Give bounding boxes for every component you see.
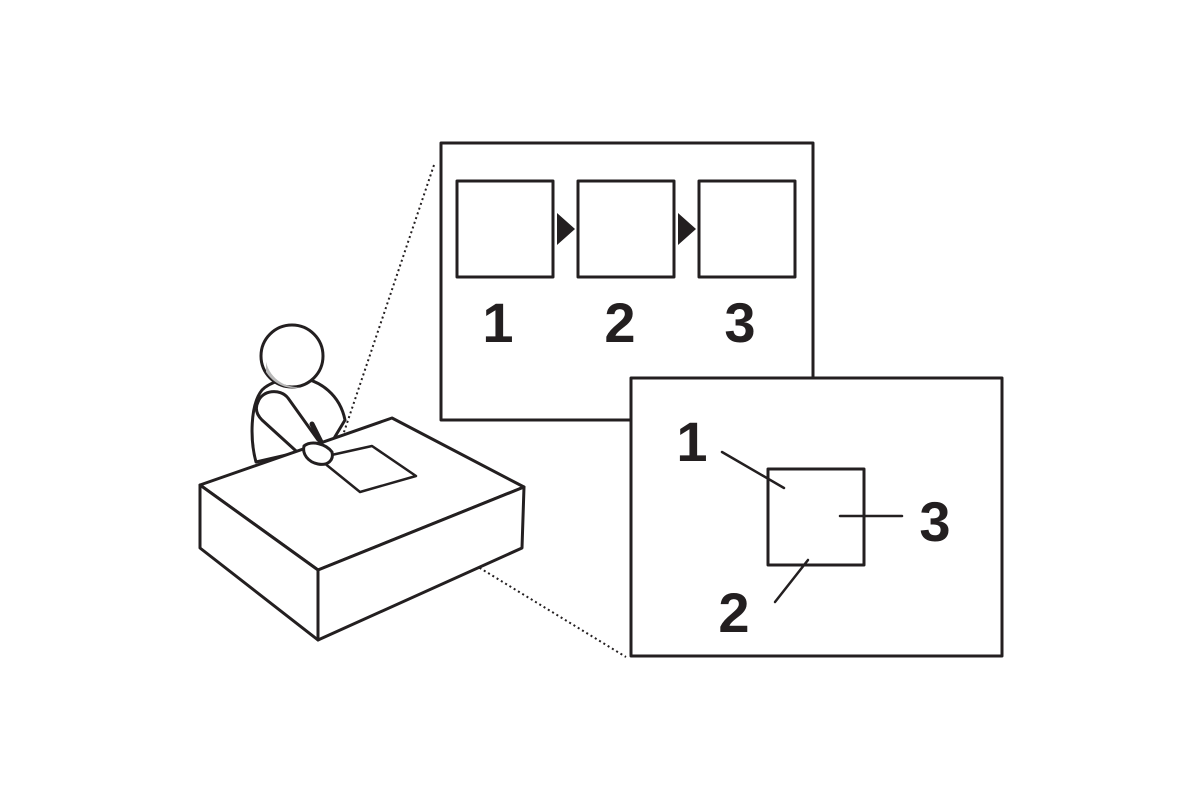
sequence-label-2: 2 [604,291,635,354]
person-at-table [198,323,526,642]
arrow-right-icon [557,213,575,245]
table-side [316,485,526,642]
leader-line-1 [720,450,786,490]
zoom-guide-top [341,164,435,439]
sequence-frame-1 [455,179,555,279]
person-hand [302,441,334,466]
sequence-frame-3 [697,179,797,279]
leader-line-2 [773,558,810,604]
spatial-label-3: 3 [919,490,950,553]
sequence-label-1: 1 [482,291,513,354]
sequence-panel: 1 2 3 [439,141,815,422]
spatial-label-2: 2 [718,581,749,644]
spatial-label-1: 1 [676,410,707,473]
sequence-label-3: 3 [724,291,755,354]
spatial-panel: 1 2 3 [629,376,1004,658]
person-head [259,323,325,389]
sequence-frame-2 [576,179,676,279]
paper-sheet [316,444,418,494]
arrow-right-icon [678,213,696,245]
